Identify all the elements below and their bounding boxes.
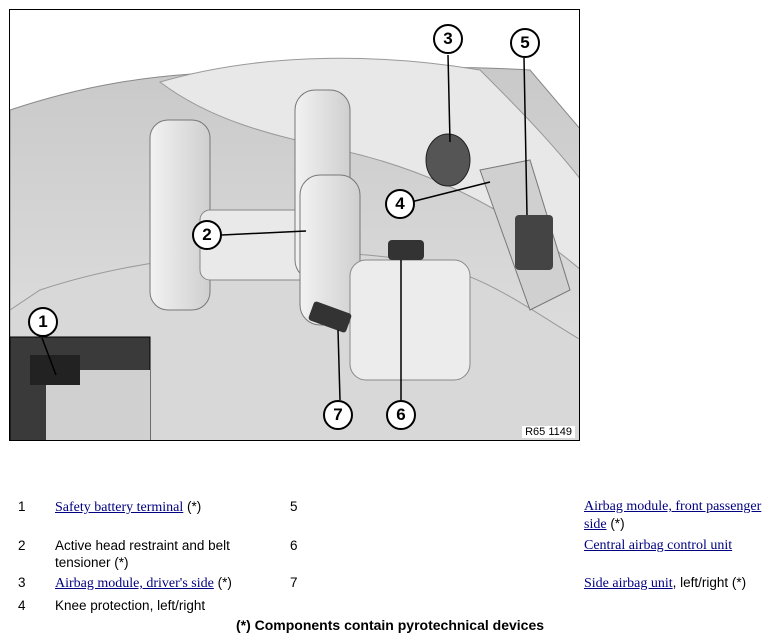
legend-item-5: Airbag module, front passenger side (*) <box>584 498 776 533</box>
passenger-airbag-module-link[interactable]: Airbag module, front passenger side <box>584 499 762 532</box>
callout-3: 3 <box>433 24 463 54</box>
callout-5: 5 <box>510 28 540 58</box>
legend-suffix-3: (*) <box>213 575 232 590</box>
legend-number-3: 3 <box>18 575 26 590</box>
legend-suffix-5: (*) <box>606 516 625 531</box>
driver-airbag-module-link[interactable]: Airbag module, driver's side <box>55 576 214 591</box>
legend-number-2: 2 <box>18 538 26 553</box>
callout-4: 4 <box>385 189 415 219</box>
legend-number-1: 1 <box>18 499 26 514</box>
safety-battery-terminal-link[interactable]: Safety battery terminal <box>55 500 184 515</box>
legend-number-4: 4 <box>18 598 26 613</box>
vehicle-diagram: 1 2 3 4 5 6 7 R65 1149 <box>9 9 580 441</box>
vehicle-illustration <box>10 54 579 440</box>
side-airbag-unit-link[interactable]: Side airbag unit <box>584 576 673 591</box>
callout-1: 1 <box>28 307 58 337</box>
legend-number-6: 6 <box>290 538 298 553</box>
legend-item-1: Safety battery terminal (*) <box>55 498 201 516</box>
callout-7: 7 <box>323 400 353 430</box>
legend-item-6: Central airbag control unit <box>584 537 732 554</box>
legend-item-7: Side airbag unit, left/right (*) <box>584 574 746 592</box>
figure-reference-code: R65 1149 <box>522 426 575 438</box>
legend-suffix-1: (*) <box>183 499 202 514</box>
legend-suffix-7: , left/right (*) <box>672 575 747 590</box>
legend-item-4: Knee protection, left/right <box>55 598 206 613</box>
legend-number-5: 5 <box>290 499 298 514</box>
legend-item-3: Airbag module, driver's side (*) <box>55 574 232 592</box>
central-airbag-control-unit-link[interactable]: Central airbag control unit <box>584 538 733 553</box>
legend-item-2: Active head restraint and belt tensioner… <box>55 538 230 570</box>
legend-number-7: 7 <box>290 575 298 590</box>
pyrotechnic-footnote: (*) Components contain pyrotechnical dev… <box>235 617 545 633</box>
callout-6: 6 <box>386 400 416 430</box>
callout-2: 2 <box>192 220 222 250</box>
